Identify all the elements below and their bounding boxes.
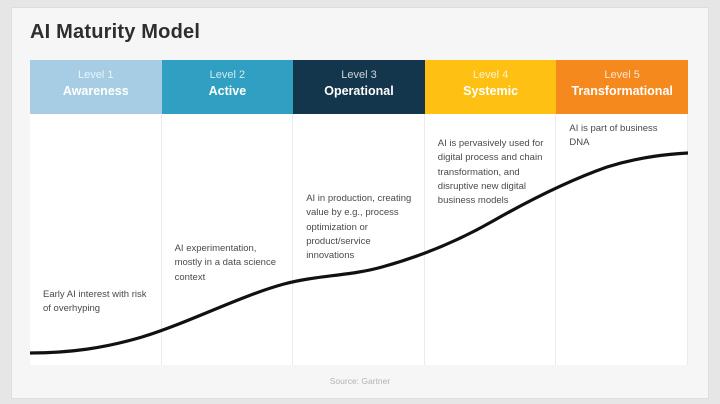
level-1-name-label: Awareness [62,84,129,98]
maturity-model-grid: Level 1 Awareness Level 2 Active Level 3… [30,60,688,365]
level-2-description: AI experimentation, mostly in a data sci… [174,243,276,283]
level-4-header: Level 4 Systemic [424,60,557,114]
level-4-description: AI is pervasively used for digital proce… [437,138,544,206]
level-2-header: Level 2 Active [161,60,294,114]
level-3-column: AI in production, creating value by e.g.… [293,114,425,365]
level-1-description: Early AI interest with risk of overhypin… [43,289,147,315]
page-title: AI Maturity Model [30,21,201,43]
level-4-column: AI is pervasively used for digital proce… [425,114,557,365]
level-3-number-label: Level 3 [341,69,377,81]
slide-card: AI Maturity Model Level 1 Awareness Leve… [12,8,708,398]
level-5-description: AI is part of business DNA [569,123,658,149]
level-2-number-label: Level 2 [209,69,246,81]
level-5-number-label: Level 5 [604,69,640,81]
level-3-header: Level 3 Operational [293,60,425,114]
level-3-name-label: Operational [324,84,394,98]
level-body-row: Early AI interest with risk of overhypin… [30,114,688,365]
source-attribution: Source: Gartner [329,376,391,386]
level-3-description: AI in production, creating value by e.g.… [306,193,412,261]
level-2-name-label: Active [208,84,247,98]
level-5-column: AI is part of business DNA [556,114,688,365]
level-1-number-label: Level 1 [78,69,114,81]
level-5-name-label: Transformational [571,84,673,98]
level-4-name-label: Systemic [463,84,519,98]
level-1-header: Level 1 Awareness [30,60,162,114]
level-4-number-label: Level 4 [472,69,509,81]
level-5-header: Level 5 Transformational [556,60,688,114]
level-1-column: Early AI interest with risk of overhypin… [30,114,162,365]
level-header-row: Level 1 Awareness Level 2 Active Level 3… [30,60,688,114]
level-2-column: AI experimentation, mostly in a data sci… [162,114,294,365]
